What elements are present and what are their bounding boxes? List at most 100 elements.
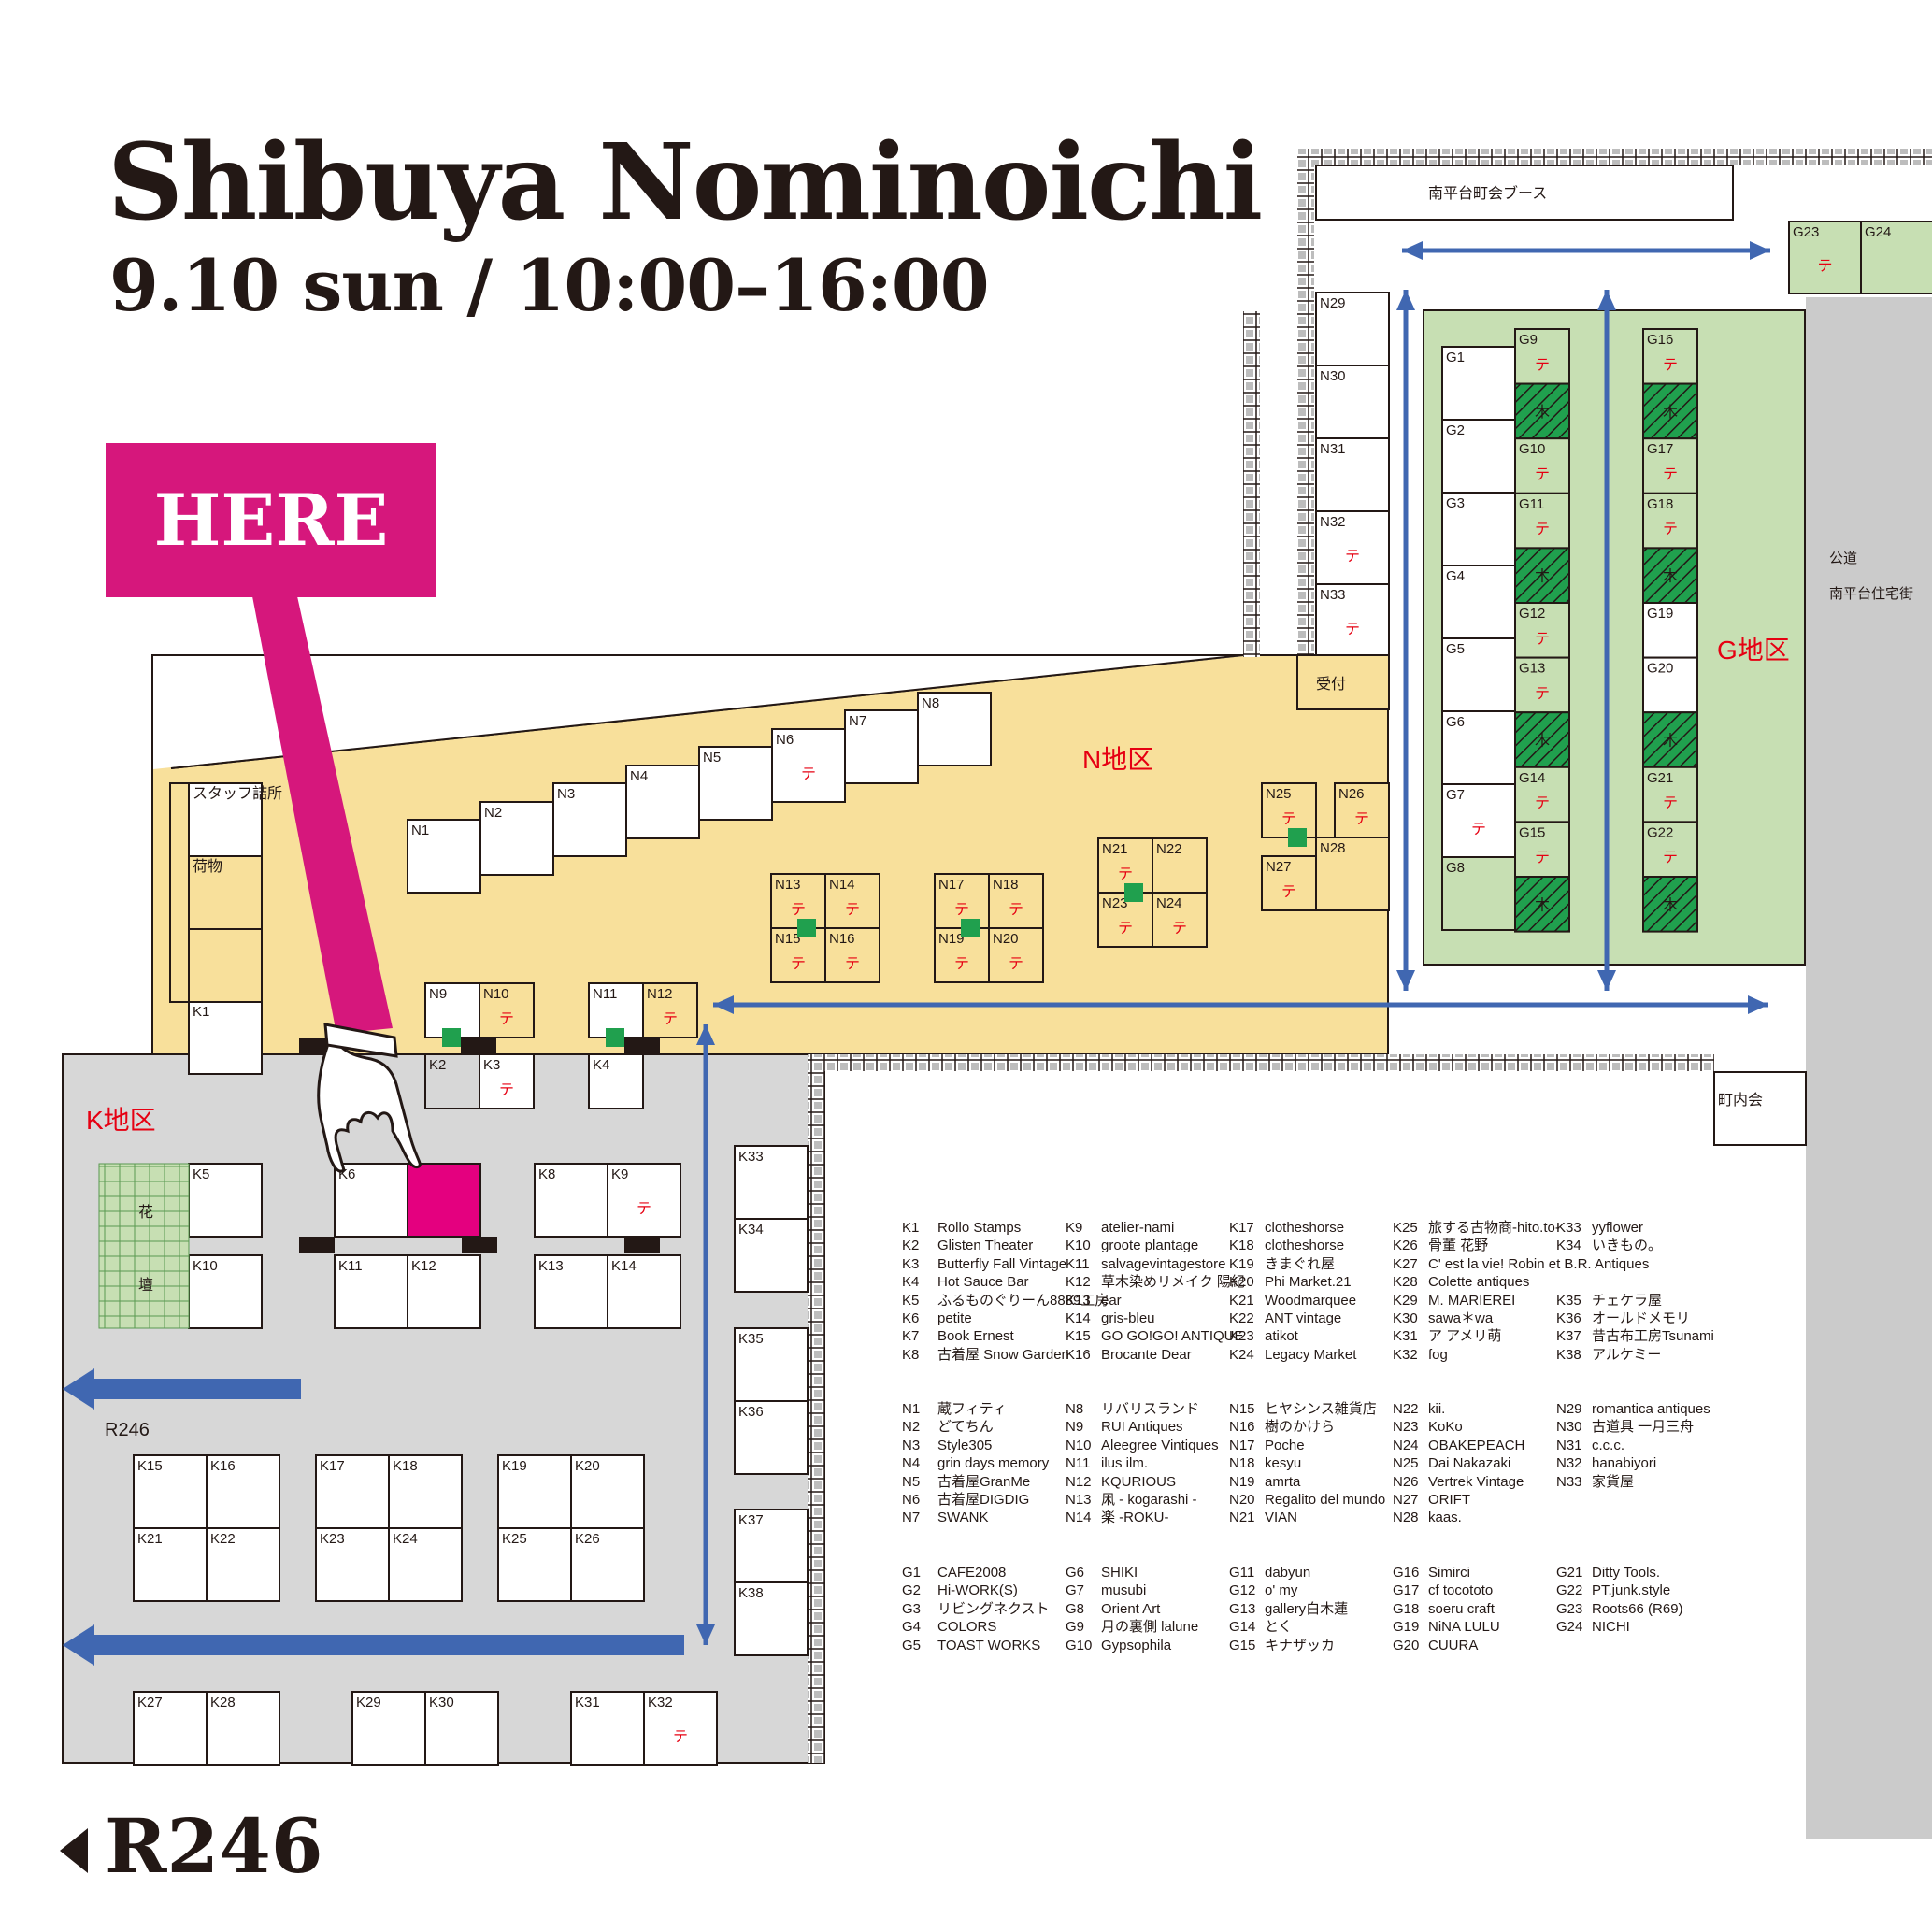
te-mark: テ	[1345, 622, 1360, 637]
legend-shop-name: groote plantage	[1101, 1238, 1199, 1254]
black-bar	[462, 1237, 497, 1253]
ki-mark: 木	[1535, 404, 1550, 421]
legend-code: K22	[1229, 1309, 1254, 1326]
legend-code: K20	[1229, 1274, 1254, 1291]
public-road	[1806, 297, 1932, 1839]
legend-shop-name: Brocante Dear	[1101, 1346, 1192, 1363]
booth-label: G8	[1446, 860, 1465, 876]
legend-code: K14	[1066, 1309, 1091, 1326]
legend-code: N21	[1229, 1510, 1255, 1526]
booth-k33: K33	[734, 1145, 809, 1220]
booth-k1: K1	[188, 1000, 263, 1075]
legend-code: G9	[1066, 1619, 1085, 1636]
booth-label: N5	[703, 750, 721, 766]
legend-shop-name: Orient Art	[1101, 1600, 1161, 1617]
legend-shop-name: ア アメリ萌	[1428, 1328, 1502, 1345]
legend-code: N25	[1393, 1455, 1419, 1472]
legend-code: G17	[1393, 1582, 1420, 1599]
booth-label: K16	[210, 1458, 236, 1474]
direction-arrow	[1396, 290, 1415, 991]
legend-shop-name: yyflower	[1592, 1220, 1644, 1236]
legend-code: K9	[1066, 1220, 1083, 1236]
legend-shop-name: 旅する古物商-hito.to-	[1428, 1220, 1560, 1236]
legend-shop-name: clotheshorse	[1265, 1220, 1345, 1236]
booth-label: G23	[1793, 224, 1819, 240]
booth-label: N29	[1320, 295, 1346, 311]
legend-code: N20	[1229, 1491, 1255, 1508]
legend-shop-name: amrta	[1265, 1473, 1301, 1490]
booth-label: K5	[193, 1166, 209, 1182]
legend-shop-name: OBAKEPEACH	[1428, 1437, 1525, 1453]
booth-label: N28	[1320, 840, 1346, 856]
green-marker	[1288, 828, 1307, 847]
legend-code: G1	[902, 1565, 922, 1581]
booth-label: G21	[1647, 770, 1673, 786]
legend-shop-name: オールドメモリ	[1592, 1309, 1691, 1326]
legend-code: N30	[1556, 1419, 1582, 1436]
legend-shop-name: Butterfly Fall Vintage	[937, 1255, 1067, 1272]
booth-label: N27	[1266, 859, 1292, 875]
booth-label: K3	[483, 1057, 500, 1073]
te-mark: テ	[1663, 522, 1678, 537]
legend-code: K10	[1066, 1238, 1091, 1254]
legend-code: N22	[1393, 1401, 1419, 1417]
booth-label: N17	[938, 877, 965, 893]
legend-code: K35	[1556, 1292, 1581, 1309]
chonaikai-box	[1713, 1071, 1807, 1146]
legend-code: K13	[1066, 1292, 1091, 1309]
green-marker	[606, 1028, 624, 1047]
booth-label: K15	[137, 1458, 163, 1474]
booth-label: N14	[829, 877, 855, 893]
booth-label: K21	[137, 1531, 163, 1547]
te-mark: テ	[1281, 811, 1296, 827]
booth-k27: K27	[133, 1691, 208, 1766]
booth-k17: K17	[315, 1454, 390, 1529]
legend-code: N13	[1066, 1491, 1092, 1508]
direction-arrow	[696, 1024, 715, 1645]
ki-mark: 木	[1663, 896, 1678, 913]
booth-k22: K22	[206, 1527, 280, 1602]
legend-shop-name: 骨董 花野	[1428, 1238, 1489, 1254]
booth-label: G6	[1446, 714, 1465, 730]
te-mark: テ	[845, 902, 860, 918]
legend-shop-name: Vertrek Vintage	[1428, 1473, 1524, 1490]
legend-code: K15	[1066, 1328, 1091, 1345]
here-arrow-arm	[252, 596, 393, 1034]
legend-code: G18	[1393, 1600, 1420, 1617]
legend-row	[1556, 1255, 1714, 1273]
te-mark: テ	[1009, 956, 1023, 972]
legend-shop-name: Rollo Stamps	[937, 1220, 1022, 1236]
residential-area-label: 南平台住宅街	[1829, 586, 1913, 602]
legend-code: G24	[1556, 1619, 1583, 1636]
green-marker	[1124, 883, 1143, 902]
legend-shop-name: いきもの。	[1592, 1238, 1663, 1254]
booth-label: K27	[137, 1695, 163, 1710]
legend-shop-name: SWANK	[937, 1510, 989, 1526]
